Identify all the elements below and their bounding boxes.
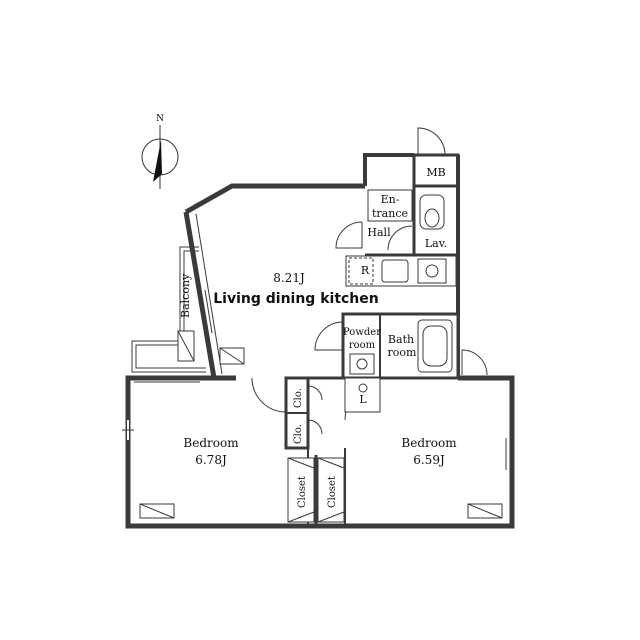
clo-label-2: Clo. [293,424,304,444]
bedroom-right-name: Bedroom [401,436,457,450]
ldk-size: 8.21J [273,271,305,285]
refrigerator-label: R [361,264,370,277]
bedroom-left-size: 6.78J [195,453,227,467]
closet-right [317,457,345,523]
stove-icon [417,258,447,284]
lav-label: Lav. [425,237,447,250]
refrigerator-space [348,257,374,285]
powder-room-label-1: Powder [343,327,381,338]
toilet-icon [419,194,445,230]
powder-room-label-2: room [349,340,376,351]
closet-left [287,457,315,523]
north-label: N [156,114,164,124]
bathtub-icon [417,319,453,373]
bedroom-walls [122,347,515,529]
entrance-label-2: trance [372,207,408,220]
meter-box [412,153,460,188]
wet-area: Powder room Bath room [314,312,488,380]
compass-icon: N [141,114,179,189]
sink-icon [381,259,409,283]
washbasin-icon [349,353,375,375]
entrance-area [367,189,413,222]
ldk-walls [183,183,365,379]
hall-label: Hall [367,226,391,239]
bedroom-right-size: 6.59J [413,453,445,467]
bath-room-label-2: room [388,346,418,359]
balcony-label: Balcony [179,273,192,318]
bath-room-label-1: Bath [388,333,414,346]
mb-label: MB [426,166,445,179]
closet-column: Clo. Clo. L Closet Closet [284,376,381,526]
closet-right-label: Closet [327,476,338,508]
balcony: Balcony [131,246,206,373]
ldk-name: Living dining kitchen [213,291,378,307]
bedroom-left-name: Bedroom [183,436,239,450]
clo-label-1: Clo. [293,388,304,408]
closet-left-label: Closet [297,476,308,508]
kitchen: R [345,255,457,287]
entrance-label-1: En- [381,193,400,206]
linen-label: L [359,393,367,406]
